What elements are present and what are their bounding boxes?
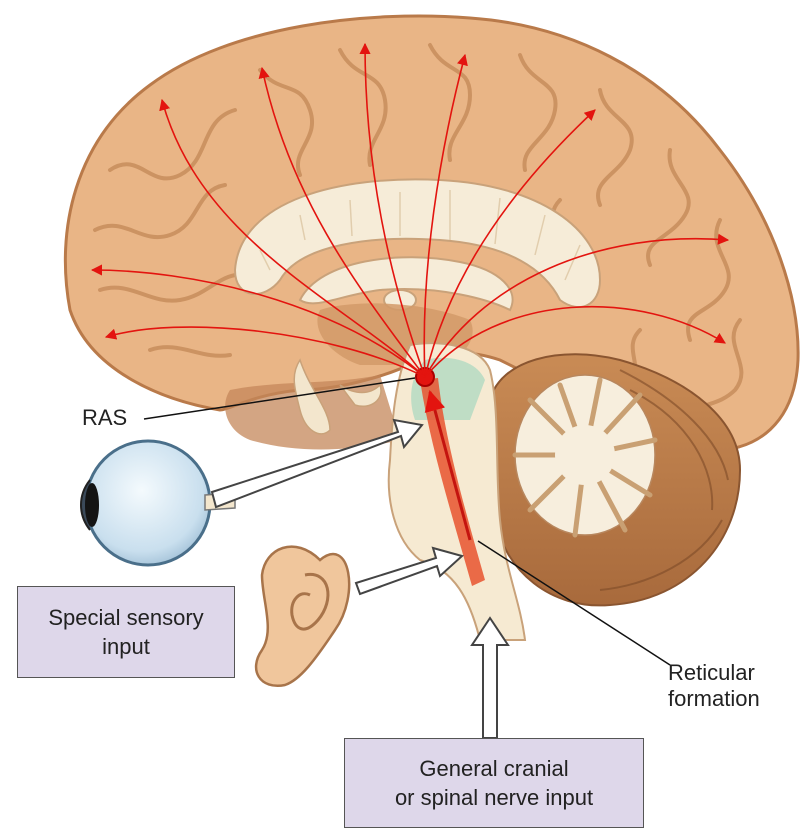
reticular-label-line1: Reticular	[668, 660, 760, 686]
ear-illustration	[256, 547, 349, 686]
sensory-label-line2: input	[48, 632, 203, 661]
eye-illustration	[81, 441, 235, 565]
spinal-input-arrow	[472, 618, 508, 738]
cranial-label-line2: or spinal nerve input	[395, 783, 593, 812]
ras-label: RAS	[82, 405, 127, 431]
special-sensory-input-box: Special sensory input	[17, 586, 235, 678]
cranial-label-line1: General cranial	[395, 754, 593, 783]
general-nerve-input-box: General cranial or spinal nerve input	[344, 738, 644, 828]
reticular-formation-label: Reticular formation	[668, 660, 760, 712]
reticular-label-line2: formation	[668, 686, 760, 712]
ear-input-arrow	[356, 548, 462, 594]
sensory-label-line1: Special sensory	[48, 603, 203, 632]
